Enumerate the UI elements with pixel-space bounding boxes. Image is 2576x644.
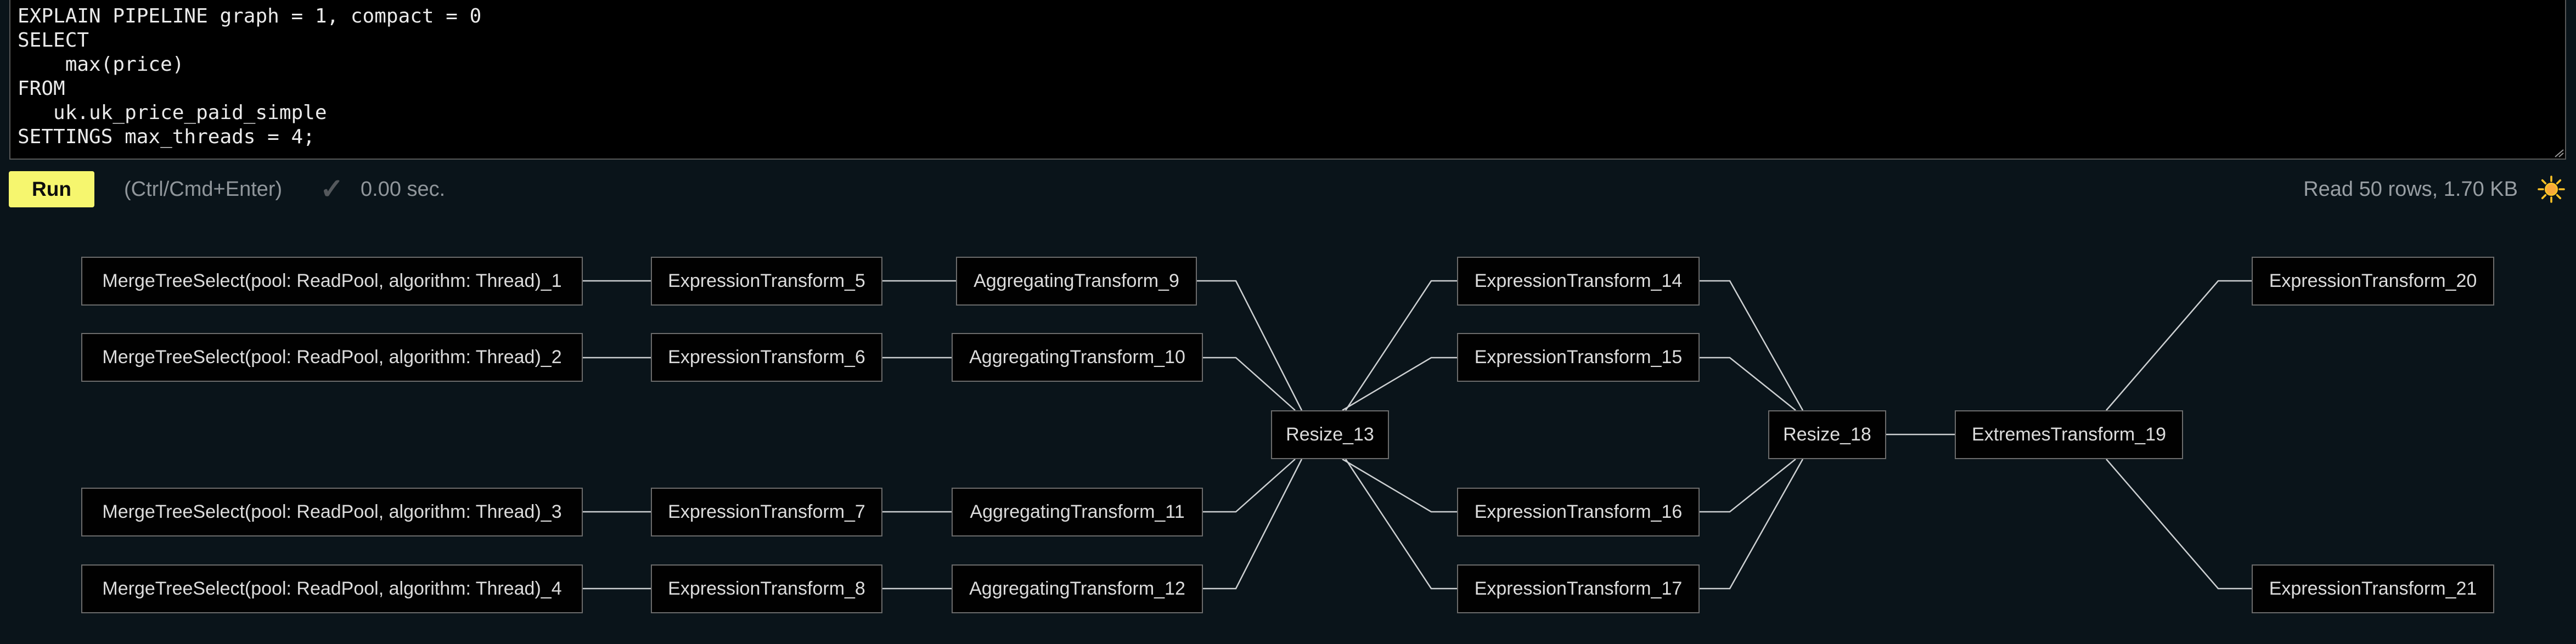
graph-node-aggregatingtransform-11: AggregatingTransform_11 bbox=[952, 488, 1203, 536]
textarea-resize-grip-icon[interactable] bbox=[2553, 148, 2564, 157]
graph-node-expressiontransform-21: ExpressionTransform_21 bbox=[2252, 564, 2494, 613]
edge-resize-13-to-expressiontransform-16 bbox=[1342, 458, 1457, 513]
graph-node-resize-13: Resize_13 bbox=[1271, 410, 1389, 459]
run-shortcut-hint: (Ctrl/Cmd+Enter) bbox=[124, 178, 283, 201]
run-button[interactable]: Run bbox=[9, 171, 94, 207]
graph-node-mergetreeselect-2: MergeTreeSelect(pool: ReadPool, algorith… bbox=[81, 333, 583, 382]
elapsed-time: 0.00 sec. bbox=[361, 178, 446, 201]
graph-node-expressiontransform-6: ExpressionTransform_6 bbox=[651, 333, 882, 382]
edge-extremestransform-19-to-expressiontransform-20 bbox=[2106, 280, 2252, 411]
graph-node-expressiontransform-7: ExpressionTransform_7 bbox=[651, 488, 882, 536]
edge-expressiontransform-16-to-resize-18 bbox=[1700, 459, 1796, 513]
edge-aggregatingtransform-11-to-resize-13 bbox=[1203, 459, 1296, 513]
query-success-check-icon: ✓ bbox=[320, 173, 344, 205]
theme-toggle-button[interactable] bbox=[2538, 176, 2565, 203]
sql-code: EXPLAIN PIPELINE graph = 1, compact = 0 … bbox=[18, 5, 482, 148]
graph-node-expressiontransform-16: ExpressionTransform_16 bbox=[1457, 488, 1700, 536]
edge-expressiontransform-14-to-resize-18 bbox=[1700, 280, 1804, 411]
graph-node-resize-18: Resize_18 bbox=[1768, 410, 1886, 459]
read-stats: Read 50 rows, 1.70 KB bbox=[2303, 178, 2518, 201]
graph-node-expressiontransform-20: ExpressionTransform_20 bbox=[2252, 257, 2494, 306]
edge-aggregatingtransform-9-to-resize-13 bbox=[1197, 280, 1303, 411]
graph-node-aggregatingtransform-9: AggregatingTransform_9 bbox=[956, 257, 1197, 306]
edge-resize-13-to-expressiontransform-17 bbox=[1345, 459, 1457, 590]
edge-resize-13-to-expressiontransform-14 bbox=[1345, 280, 1457, 411]
edge-resize-13-to-expressiontransform-15 bbox=[1342, 357, 1457, 411]
edge-aggregatingtransform-10-to-resize-13 bbox=[1203, 357, 1296, 411]
edge-aggregatingtransform-12-to-resize-13 bbox=[1203, 459, 1303, 590]
graph-node-aggregatingtransform-10: AggregatingTransform_10 bbox=[952, 333, 1203, 382]
graph-node-mergetreeselect-1: MergeTreeSelect(pool: ReadPool, algorith… bbox=[81, 257, 583, 306]
graph-node-expressiontransform-15: ExpressionTransform_15 bbox=[1457, 333, 1700, 382]
graph-node-aggregatingtransform-12: AggregatingTransform_12 bbox=[952, 564, 1203, 613]
edge-expressiontransform-15-to-resize-18 bbox=[1700, 357, 1796, 411]
graph-node-expressiontransform-14: ExpressionTransform_14 bbox=[1457, 257, 1700, 306]
graph-node-extremestransform-19: ExtremesTransform_19 bbox=[1955, 410, 2183, 459]
graph-node-expressiontransform-17: ExpressionTransform_17 bbox=[1457, 564, 1700, 613]
sql-editor[interactable]: EXPLAIN PIPELINE graph = 1, compact = 0 … bbox=[9, 0, 2566, 160]
edge-expressiontransform-17-to-resize-18 bbox=[1700, 459, 1804, 590]
graph-node-mergetreeselect-4: MergeTreeSelect(pool: ReadPool, algorith… bbox=[81, 564, 583, 613]
graph-node-mergetreeselect-3: MergeTreeSelect(pool: ReadPool, algorith… bbox=[81, 488, 583, 536]
graph-node-expressiontransform-5: ExpressionTransform_5 bbox=[651, 257, 882, 306]
edge-extremestransform-19-to-expressiontransform-21 bbox=[2106, 459, 2252, 590]
graph-node-expressiontransform-8: ExpressionTransform_8 bbox=[651, 564, 882, 613]
sun-icon bbox=[2538, 176, 2565, 203]
